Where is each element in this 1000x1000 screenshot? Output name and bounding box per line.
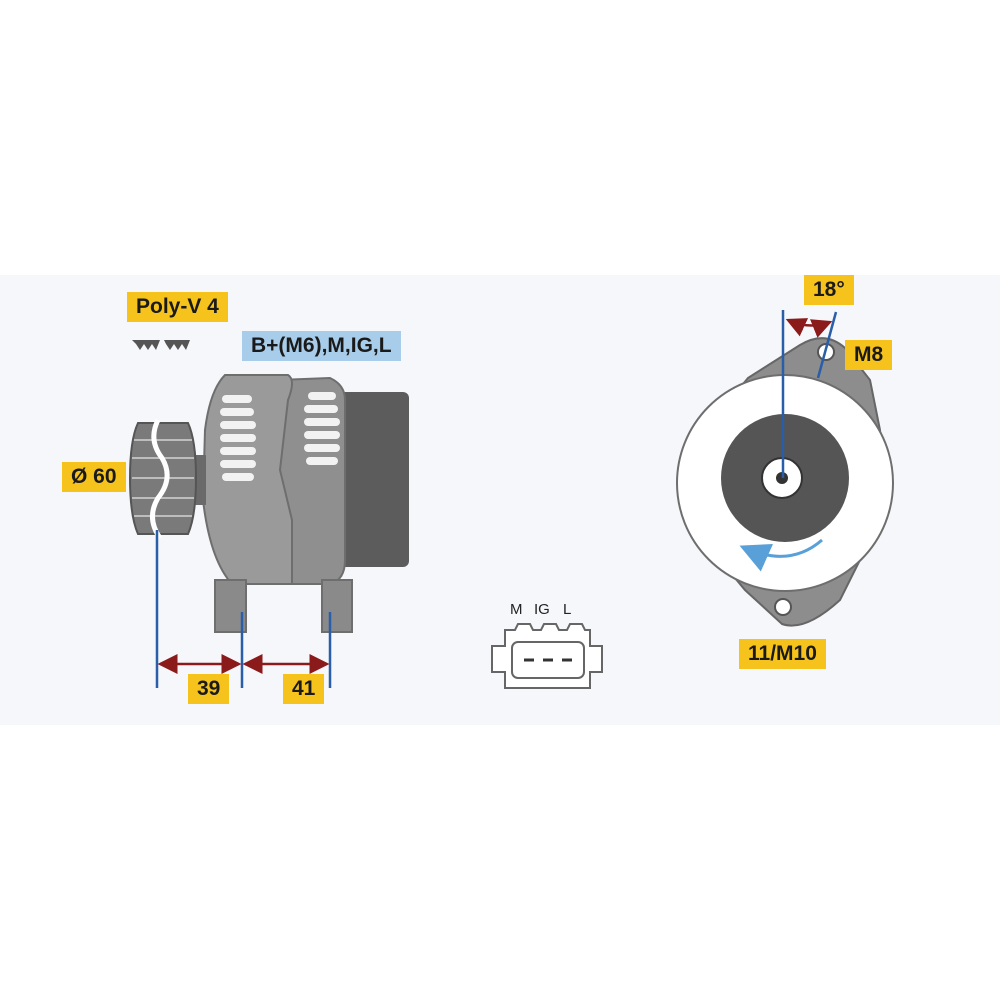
angle-lines [781,310,838,478]
rotation-arrow-icon [739,538,823,572]
connector-pin-ig: IG [534,601,550,618]
top-mount-label: M8 [845,340,893,370]
bottom-mount-label: 11/M10 [739,639,826,669]
belt-type-label: Poly-V 4 [127,292,228,322]
terminals-label: B+(M6),M,IG,L [242,331,401,361]
dimension-lines [155,530,332,688]
dimension-41-label: 41 [283,674,325,704]
connector-plug-icon [491,623,603,689]
belt-profile-icon [132,340,190,350]
angle-label: 18° [804,275,854,305]
connector-pin-l: L [563,601,572,618]
connector-pin-m: M [510,601,523,618]
dimension-39-label: 39 [188,674,230,704]
alternator-side-view [128,374,409,633]
bottom-mount-hole [774,598,792,616]
pulley-diameter-label: Ø 60 [62,462,126,492]
alternator-front-view [676,337,894,627]
